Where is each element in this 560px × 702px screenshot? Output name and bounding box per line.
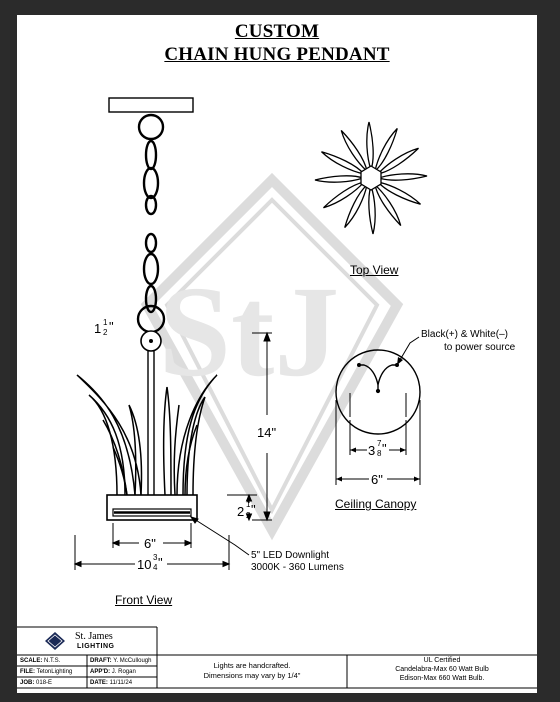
- ceiling-canopy-view: [335, 336, 421, 485]
- date-value: 11/11/24: [109, 680, 133, 686]
- canopy-circle: [335, 349, 421, 435]
- top-view-label: Top View: [350, 263, 399, 277]
- date-field: DATE: 11/11/24: [90, 680, 133, 686]
- star-arm: [340, 130, 369, 173]
- dim-canopy-inner-unit: ": [382, 441, 387, 456]
- appd-field: APP'D: J. Rogan: [90, 669, 136, 675]
- drawing-sheet: CUSTOM CHAIN HUNG PENDANT StJ: [17, 15, 537, 693]
- dim-base-unit: ": [251, 502, 256, 517]
- dim-canopy-inner-num: 7: [377, 439, 382, 448]
- company-logo-icon: [45, 632, 65, 650]
- chain-link: [144, 139, 158, 171]
- dim-outer-whole: 10: [137, 557, 152, 572]
- title-block-frame: [17, 626, 537, 689]
- star-arm: [376, 147, 419, 176]
- dim-outer-unit: ": [158, 555, 163, 570]
- dim-inner-width: 6": [144, 536, 156, 551]
- chain-link: [142, 166, 160, 200]
- watermark-logo: [140, 172, 404, 541]
- dim-outer-den: 4: [153, 563, 158, 572]
- star-arm: [373, 183, 402, 226]
- led-note-line2: 3000K - 360 Lumens: [251, 562, 344, 573]
- dim-base-den: 2: [246, 511, 251, 520]
- company-name: St. James: [75, 631, 113, 642]
- dim-canopy-inner-den: 8: [377, 449, 382, 458]
- job-value: 018-E: [36, 680, 53, 686]
- front-top-ring: [137, 113, 165, 141]
- star-arm: [323, 180, 366, 209]
- star-arm: [344, 183, 369, 228]
- chain-link: [142, 252, 160, 286]
- ul-candelabra: Candelabra-Max 60 Watt Bulb: [395, 666, 489, 673]
- star-arm: [376, 173, 428, 181]
- ceiling-canopy-label: Ceiling Canopy: [335, 497, 417, 511]
- file-value: TetonLighting: [36, 669, 73, 675]
- scale-value: N.T.S.: [44, 658, 61, 664]
- front-leaves: [76, 374, 218, 496]
- front-dimension-lines: [73, 331, 272, 570]
- draft-value: Y. McCullough: [113, 658, 152, 664]
- watermark-text: StJ: [159, 260, 340, 404]
- dim-loop-num: 1: [103, 318, 108, 327]
- dim-base-num: 1: [246, 500, 251, 509]
- chain-link: [144, 232, 158, 254]
- star-arm: [376, 180, 421, 205]
- dim-loop-den: 2: [103, 328, 108, 337]
- appd-value: J. Rogan: [111, 669, 136, 675]
- star-arm: [321, 151, 366, 176]
- wire-note-line1: Black(+) & White(–): [421, 329, 508, 340]
- drawing-title-line1: CUSTOM: [234, 21, 320, 42]
- chain-link: [144, 194, 158, 216]
- chain-link: [144, 284, 158, 314]
- handcrafted-note-line2: Dimensions may vary by 1/4": [203, 671, 301, 680]
- front-view: [76, 97, 218, 521]
- star-arm: [366, 121, 374, 173]
- dim-canopy-width: 6": [371, 472, 383, 487]
- draft-field: DRAFT: Y. McCullough: [90, 658, 152, 664]
- drawing-canvas: StJ: [17, 97, 537, 689]
- ul-edison: Edison-Max 660 Watt Bulb.: [399, 675, 485, 682]
- top-view-starburst: [314, 121, 428, 235]
- wire-note-line2: to power source: [444, 342, 516, 353]
- dim-loop-unit: ": [109, 319, 114, 334]
- job-field: JOB: 018-E: [20, 680, 53, 686]
- handcrafted-note-line1: Lights are handcrafted.: [213, 661, 291, 670]
- star-hub: [360, 165, 382, 191]
- file-field: FILE: TetonLighting: [20, 669, 73, 675]
- dim-loop-whole: 1: [94, 321, 102, 336]
- drawing-title-line2: CHAIN HUNG PENDANT: [164, 44, 390, 65]
- dim-canopy-inner-whole: 3: [368, 443, 376, 458]
- dim-height: 14": [257, 425, 277, 440]
- led-note-line1: 5" LED Downlight: [251, 550, 330, 561]
- star-arm: [373, 128, 398, 173]
- front-view-label: Front View: [115, 593, 173, 607]
- ul-certified: UL Certified: [423, 657, 461, 664]
- star-arm: [314, 175, 366, 183]
- dim-outer-num: 3: [153, 553, 158, 562]
- scale-field: SCALE: N.T.S.: [20, 658, 61, 664]
- star-arm: [368, 183, 376, 235]
- front-canopy-plate: [108, 97, 194, 113]
- dim-base-whole: 2: [237, 504, 245, 519]
- company-division: LIGHTING: [77, 643, 115, 650]
